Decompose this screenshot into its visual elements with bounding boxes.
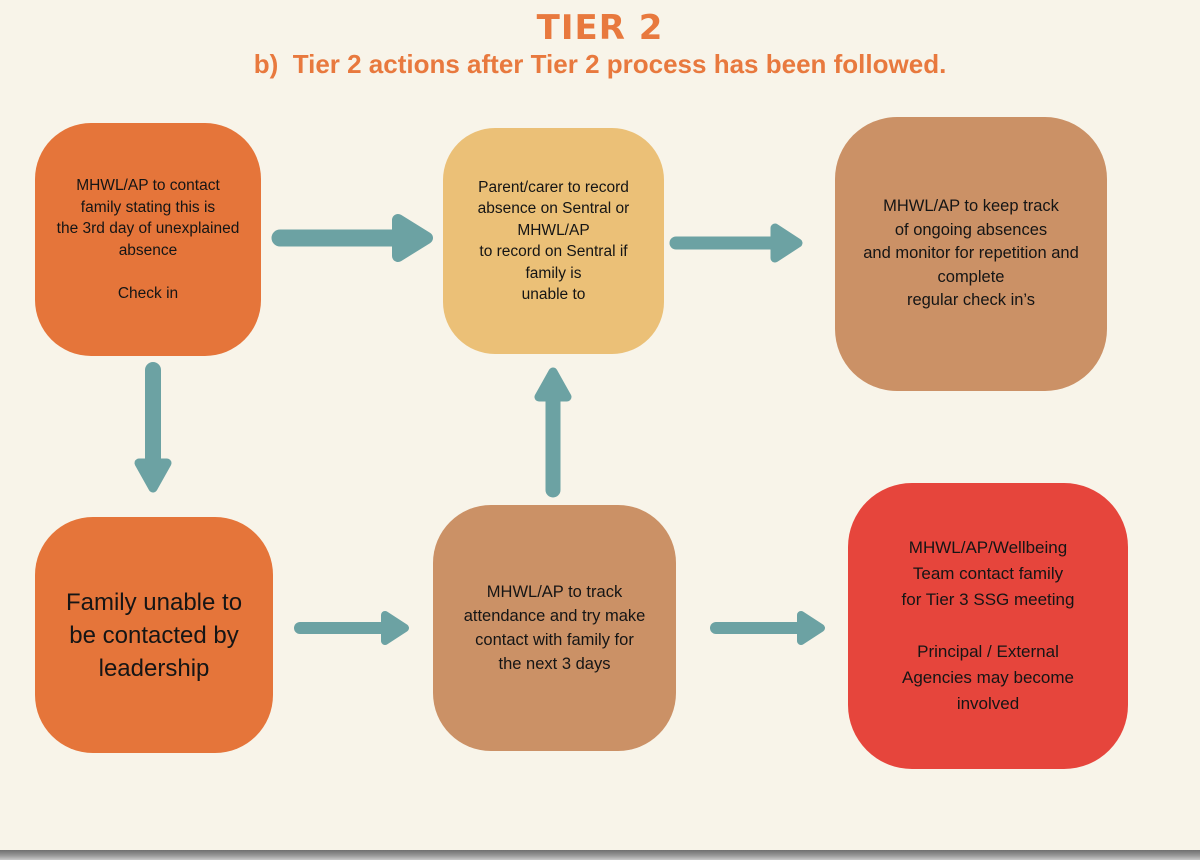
flow-box-text: MHWL/AP to keep track of ongoing absence… [863, 197, 1079, 310]
flow-box-family-unable-contacted: Family unable to be contacted by leaders… [35, 517, 273, 753]
flow-box-text: MHWL/AP to contact family stating this i… [56, 177, 240, 302]
page-title: TIER 2 [536, 8, 664, 48]
flow-box-text: MHWL/AP to track attendance and try make… [463, 583, 646, 673]
window-bottom-edge [0, 850, 1200, 860]
arrow-right-icon [710, 611, 825, 645]
arrow-right-icon [669, 223, 803, 263]
flow-box-text: Parent/carer to record absence on Sentra… [477, 178, 630, 304]
flow-box-keep-track-absences: MHWL/AP to keep track of ongoing absence… [835, 117, 1107, 391]
arrow-up-icon [534, 367, 572, 498]
flow-box-record-absence-sentral: Parent/carer to record absence on Sentra… [443, 128, 664, 354]
flow-box-text: Family unable to be contacted by leaders… [65, 588, 243, 682]
flow-box-text: MHWL/AP/Wellbeing Team contact family fo… [901, 538, 1075, 713]
flow-box-contact-family-day3: MHWL/AP to contact family stating this i… [35, 123, 261, 356]
page-subtitle: b) Tier 2 actions after Tier 2 process h… [253, 49, 947, 79]
arrow-right-icon [294, 611, 409, 645]
arrow-down-icon [134, 362, 172, 493]
flow-box-track-attendance-3days: MHWL/AP to track attendance and try make… [433, 505, 676, 751]
arrow-right-icon [271, 214, 433, 262]
flow-box-tier3-ssg-meeting: MHWL/AP/Wellbeing Team contact family fo… [848, 483, 1128, 769]
